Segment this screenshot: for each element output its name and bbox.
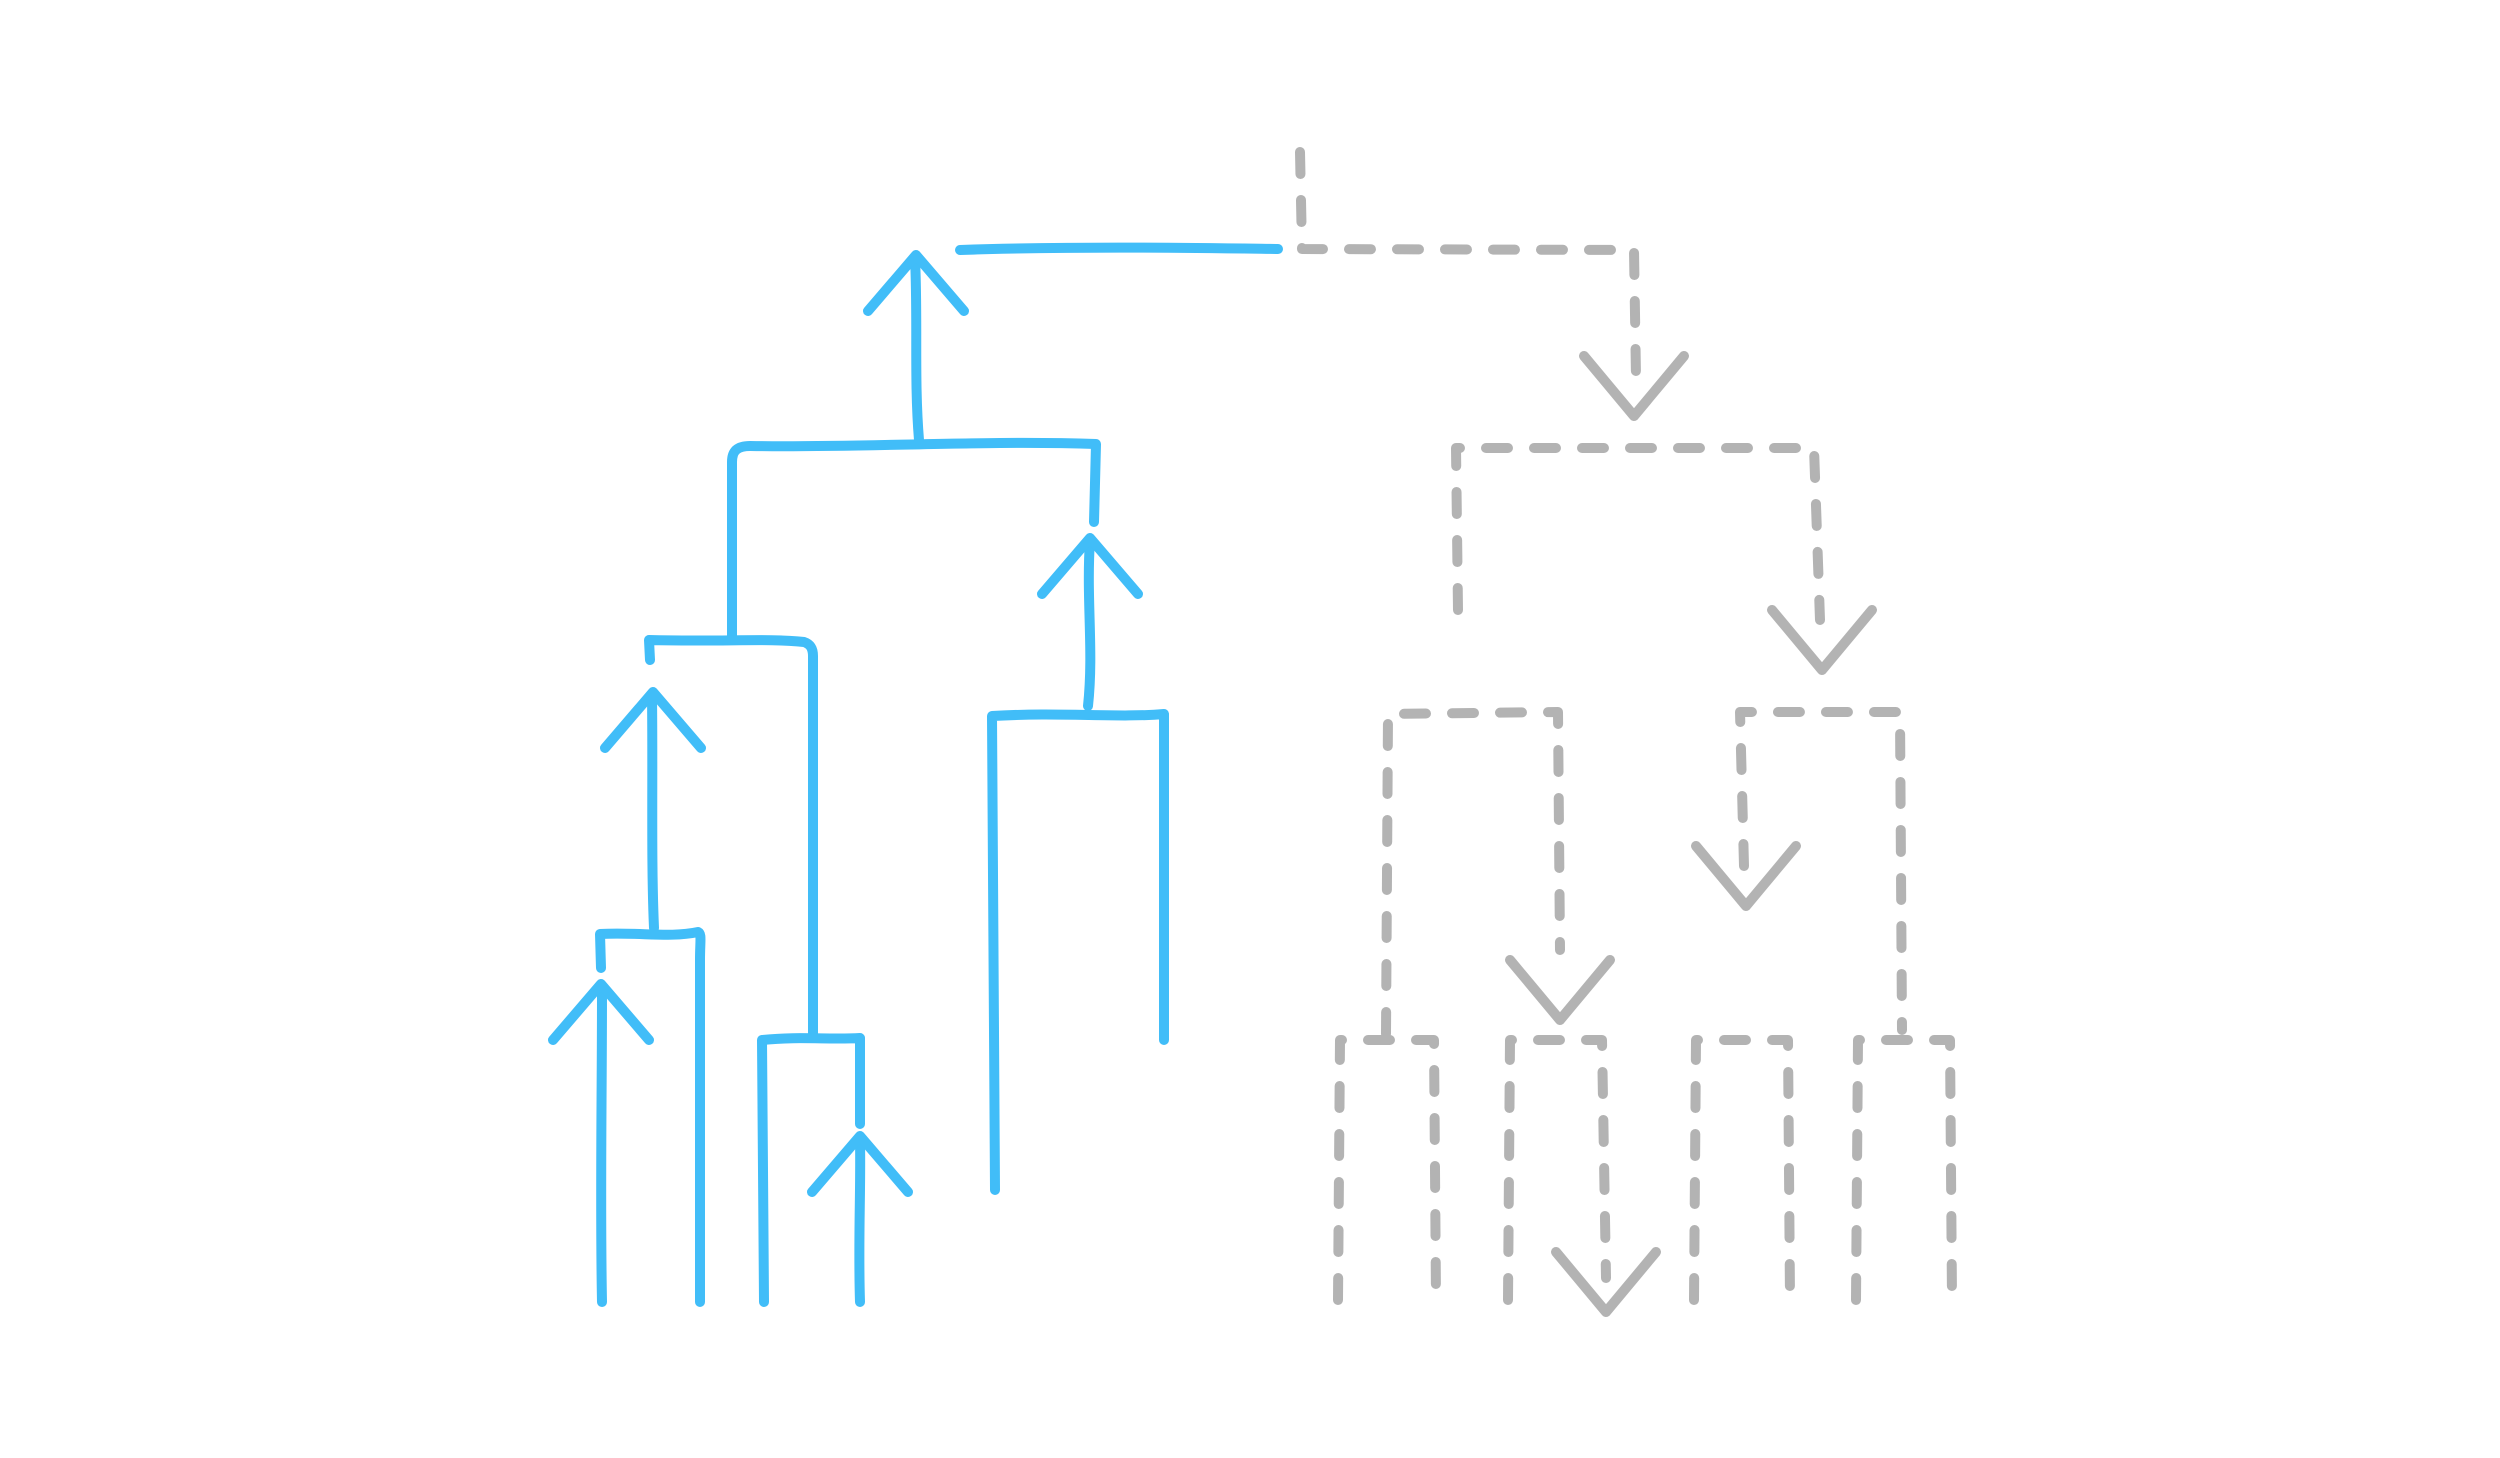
level2-bar: [644, 635, 818, 1039]
left-level2-dashed: [1381, 707, 1565, 1039]
leaf-4-up-arrow: [807, 1131, 913, 1197]
leaf-pair-4-dashed: [1851, 1035, 1957, 1305]
leaf-pair-3-dashed: [1689, 1035, 1795, 1305]
downward-dashed-tree: [1295, 147, 1957, 1305]
level2-up-arrow: [600, 687, 706, 753]
downward-arrowheads: [1505, 351, 1877, 1317]
root-shaft: [910, 253, 924, 445]
right-subtree-up-arrow: [1037, 533, 1143, 599]
upward-solid-tree: [548, 242, 1283, 1307]
leaf-pair-2-dashed: [1503, 1035, 1611, 1305]
right-subtree-shaft: [1083, 535, 1096, 711]
level3-bar: [595, 927, 706, 1307]
level1-bar: [727, 437, 1101, 641]
leaf-shaft-1: [596, 985, 607, 1307]
level2-shaft: [647, 691, 659, 933]
level1-dashed: [1451, 443, 1825, 625]
leaf-down-arrow: [1551, 1247, 1661, 1317]
left-level2-down-arrow: [1505, 955, 1615, 1025]
root-up-arrow: [863, 250, 969, 316]
right-subtree-bar: [987, 709, 1169, 1195]
root-connector-dashed: [1295, 147, 1641, 383]
level1-down-arrow: [1579, 351, 1689, 421]
leaf-shaft-4: [854, 1135, 866, 1307]
level3b-bar: [757, 1033, 865, 1307]
right-level2-down-arrow: [1691, 841, 1801, 911]
right-branch-down-arrow: [1767, 605, 1877, 675]
leaf-pair-1-dashed: [1333, 1035, 1441, 1305]
root-connector-line: [955, 242, 1283, 255]
leaf-1-up-arrow: [548, 979, 654, 1045]
